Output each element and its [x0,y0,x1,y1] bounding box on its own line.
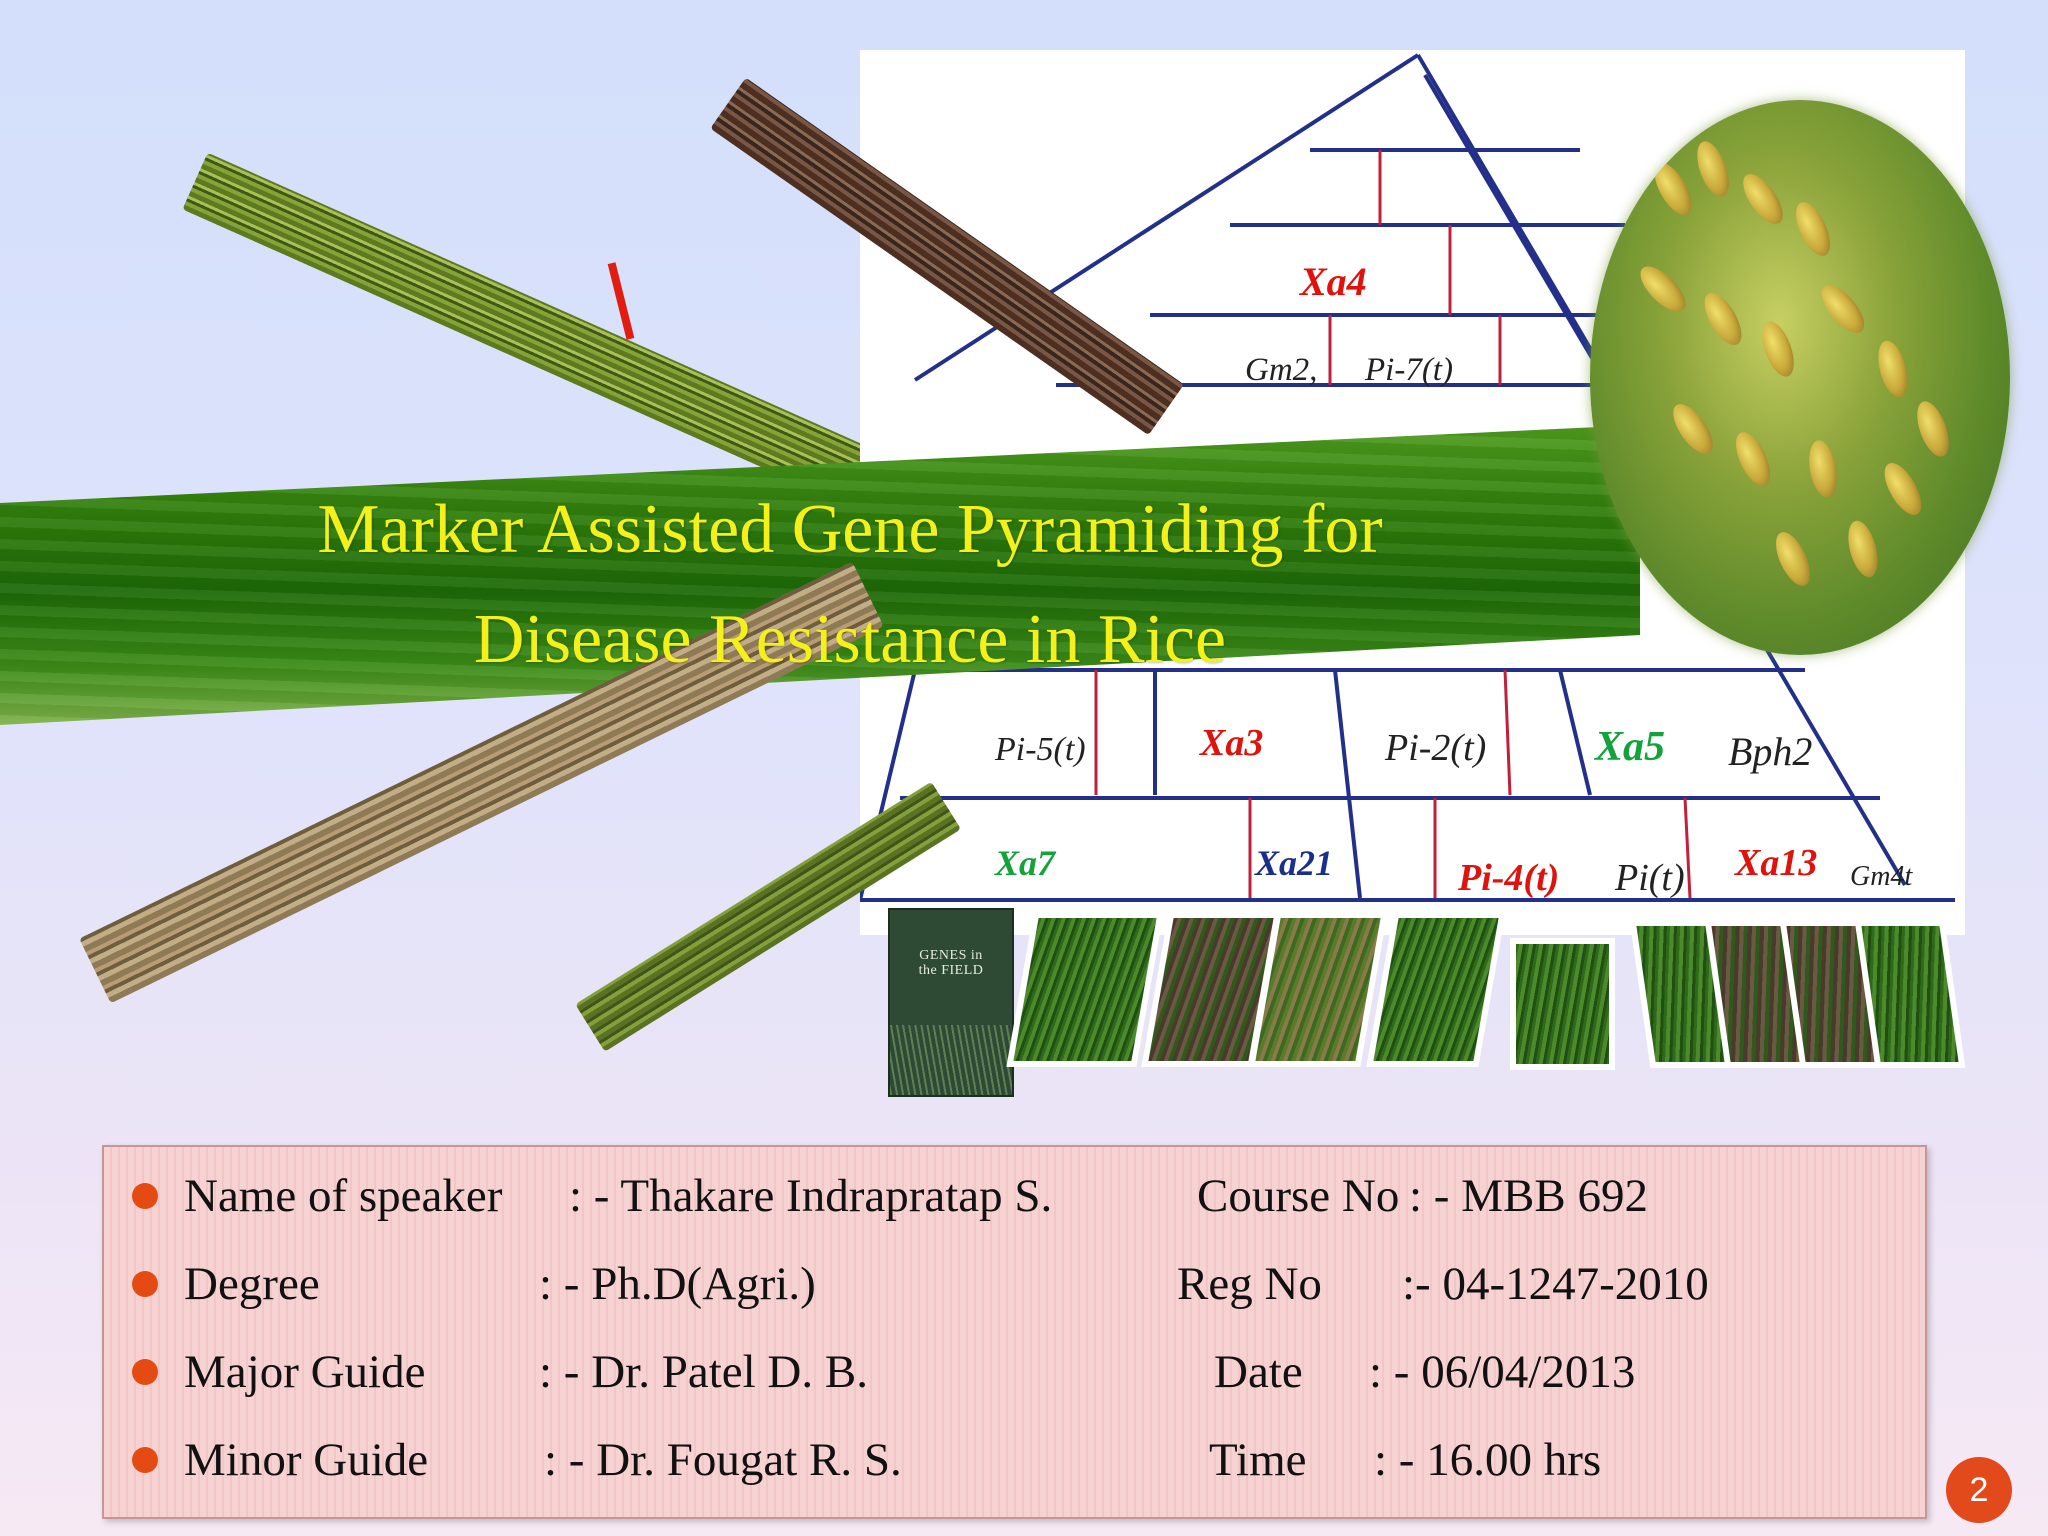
degree-value: : - Ph.D(Agri.) [539,1258,816,1310]
date-label: Date [1214,1346,1303,1398]
major-guide-label: Major Guide [184,1346,426,1398]
date-value: : - 06/04/2013 [1369,1346,1636,1398]
gene-pi5: Pi-5(t) [994,731,1086,768]
speaker-value: : - Thakare Indrapratap S. [569,1170,1053,1222]
minor-guide-label: Minor Guide [184,1434,429,1486]
leaf-photo [1366,912,1506,1067]
reg-label: Reg No [1177,1258,1322,1310]
gene-xa7: Xa7 [994,843,1057,883]
major-guide-value: : - Dr. Patel D. B. [539,1346,868,1398]
degree-label: Degree [184,1258,320,1310]
page-title: Marker Assisted Gene Pyramiding for Dise… [300,475,1400,695]
gene-pi2: Pi-2(t) [1384,727,1486,769]
gene-gm2: Gm2, [1245,352,1317,388]
title-line-1: Marker Assisted Gene Pyramiding for [317,491,1383,568]
rice-panicle-image [1590,100,2010,655]
time-label: Time [1209,1434,1307,1486]
book-cover-art [890,1025,1012,1095]
speaker-label: Name of speaker [184,1170,503,1222]
title-line-2: Disease Resistance in Rice [473,601,1227,678]
course-value: : - MBB 692 [1409,1170,1648,1222]
gene-pi7: Pi-7(t) [1364,352,1453,388]
minor-guide-value: : - Dr. Fougat R. S. [544,1434,902,1486]
leaf-photo [1510,938,1615,1070]
page-number-badge: 2 [1946,1457,2012,1523]
leaf-photo [1006,912,1164,1067]
bullet-icon [132,1359,158,1385]
gene-gm4t: Gm4t [1850,861,1913,892]
gene-pi4: Pi-4(t) [1457,857,1559,899]
bullet-icon [132,1447,158,1473]
bullet-icon [132,1271,158,1297]
bullet-icon [132,1183,158,1209]
gene-xa21: Xa21 [1254,843,1333,883]
book-genes-in-the-field: GENES in the FIELD [888,908,1014,1097]
gene-xa4: Xa4 [1298,259,1367,304]
speaker-info-box: Name of speaker : - Thakare Indrapratap … [102,1145,1927,1519]
reg-value: :- 04-1247-2010 [1402,1258,1709,1310]
time-value: : - 16.00 hrs [1374,1434,1602,1486]
book-title-line-1: GENES in [919,948,983,963]
course-label: Course No [1197,1170,1400,1222]
gene-pyramid-diagram: Xa4 Gm2, Pi-7(t) Pi-5(t) Xa3 Pi-2(t) Xa5… [860,53,1955,902]
gene-xa3: Xa3 [1199,722,1263,764]
book-title-line-2: the FIELD [918,963,984,978]
stalk-red-mark [607,262,635,340]
gene-bph2: Bph2 [1728,729,1812,774]
gene-xa13: Xa13 [1734,842,1817,884]
gene-xa5: Xa5 [1593,724,1665,770]
gene-pit: Pi(t) [1614,857,1685,899]
